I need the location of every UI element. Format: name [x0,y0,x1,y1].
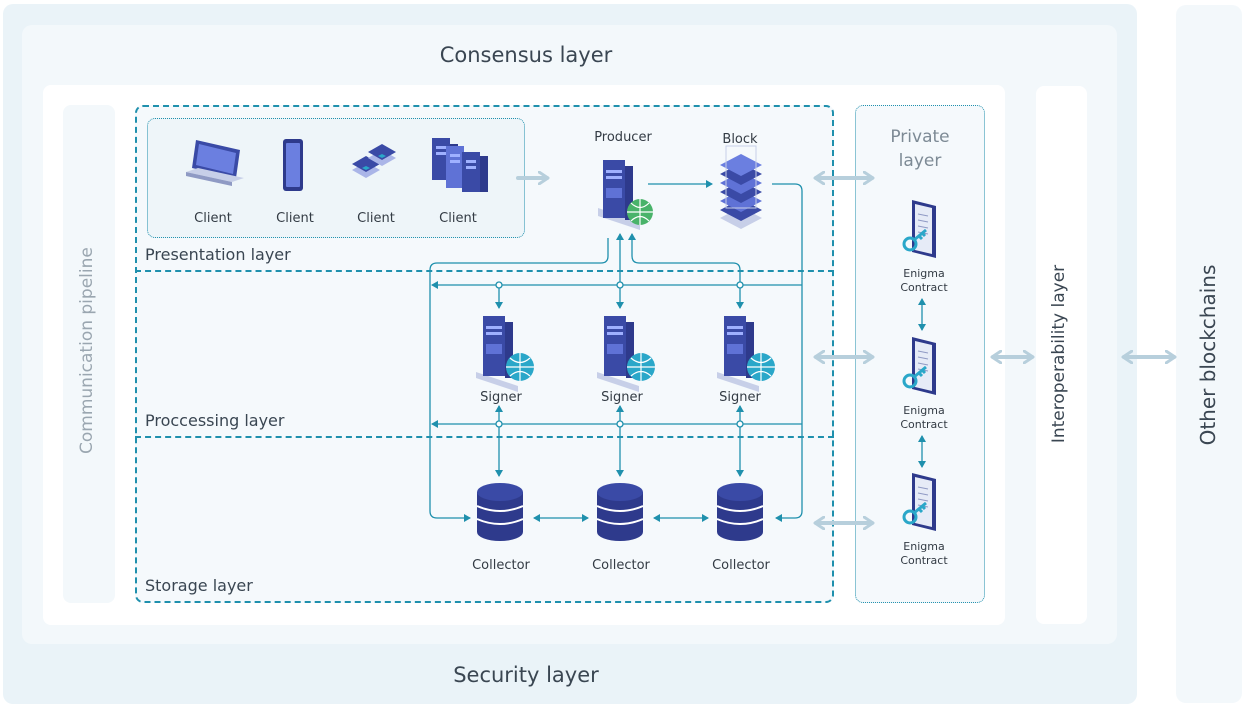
block-stack-icon [720,145,762,229]
signer-server-icon-3 [717,316,775,392]
collector-label-2: Collector [592,558,650,573]
signer-label-1: Signer [480,390,522,405]
producer-to-collector-line [429,238,609,522]
consensus-layer-title: Consensus layer [439,43,613,67]
contract-key-icon-2 [902,337,936,395]
other-blockchains-panel [1176,5,1242,703]
database-icon-3 [716,483,764,541]
contract-key-icon-1 [902,200,936,258]
processing-divider [135,436,834,438]
signer-label-2: Signer [601,390,643,405]
storage-layer-label: Storage layer [145,576,253,595]
presentation-layer-label: Presentation layer [145,245,291,264]
block-to-collector-line [772,183,803,522]
collector-label-3: Collector [712,558,770,573]
stack-icon [352,144,396,178]
signer-server-icon-1 [476,316,534,392]
communication-pipeline-panel [63,105,115,603]
client-label-3: Client [357,211,395,226]
client-label-1: Client [194,211,232,226]
client-label-2: Client [276,211,314,226]
client-label-4: Client [439,211,477,226]
signer-server-icon-2 [597,316,655,392]
server-cluster-icon [432,138,488,192]
processing-layer-label: Proccessing layer [145,411,285,430]
database-icon-1 [476,483,524,541]
producer-server-icon [598,160,653,230]
security-layer-title: Security layer [453,663,599,687]
block-label: Block [722,132,758,147]
collector-label-1: Collector [472,558,530,573]
interoperability-layer-panel [1036,86,1087,624]
tablet-icon [283,139,303,191]
laptop-icon [186,140,244,186]
presentation-divider [135,270,834,272]
contract-key-icon-3 [902,473,936,531]
producer-label: Producer [594,130,652,145]
database-icon-2 [596,483,644,541]
signer-label-3: Signer [719,390,761,405]
